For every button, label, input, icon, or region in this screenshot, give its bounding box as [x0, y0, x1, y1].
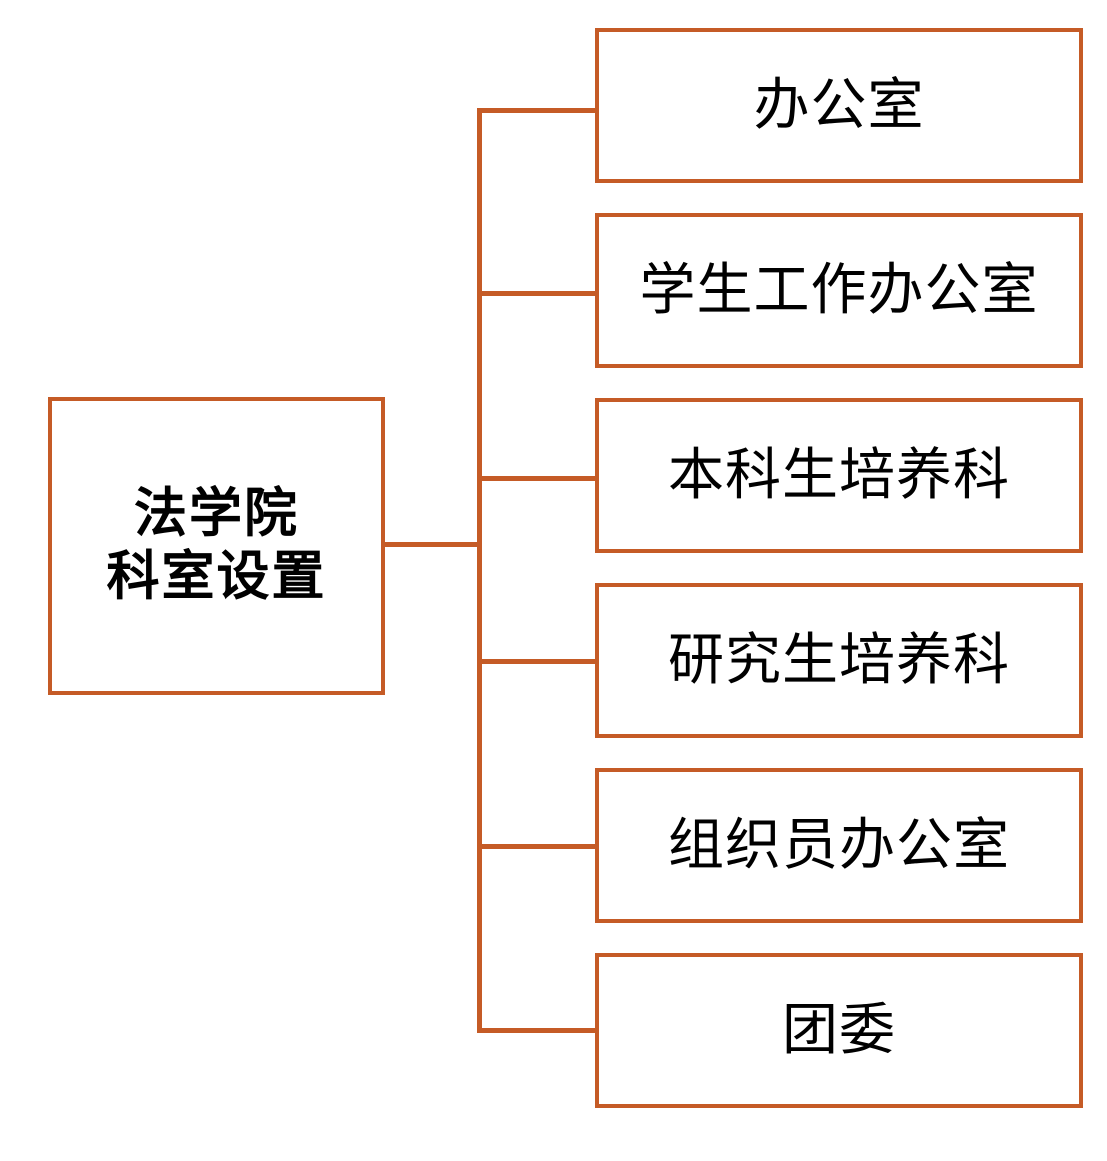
root-node-label: 法学院 科室设置 [106, 484, 327, 606]
child-node-graduate-training-section[interactable]: 研究生培养科 [595, 583, 1083, 738]
connector-root-to-trunk [384, 542, 482, 547]
connector-branch-5 [477, 844, 598, 849]
child-node-label: 本科生培养科 [668, 443, 1010, 507]
child-node-label: 组织员办公室 [668, 813, 1010, 877]
child-node-student-affairs-office[interactable]: 学生工作办公室 [595, 213, 1083, 368]
connector-branch-4 [477, 659, 598, 664]
child-node-office[interactable]: 办公室 [595, 28, 1083, 183]
child-node-label: 研究生培养科 [668, 628, 1010, 692]
child-node-label: 办公室 [753, 73, 925, 137]
root-node[interactable]: 法学院 科室设置 [48, 397, 385, 695]
child-node-youth-league-committee[interactable]: 团委 [595, 953, 1083, 1108]
connector-branch-3 [477, 476, 598, 481]
child-node-label: 学生工作办公室 [639, 258, 1039, 322]
connector-trunk [477, 108, 482, 1033]
connector-branch-1 [477, 108, 598, 113]
child-node-organizer-office[interactable]: 组织员办公室 [595, 768, 1083, 923]
connector-branch-6 [477, 1028, 598, 1033]
connector-branch-2 [477, 291, 598, 296]
child-node-undergraduate-training-section[interactable]: 本科生培养科 [595, 398, 1083, 553]
child-node-label: 团委 [782, 998, 896, 1062]
